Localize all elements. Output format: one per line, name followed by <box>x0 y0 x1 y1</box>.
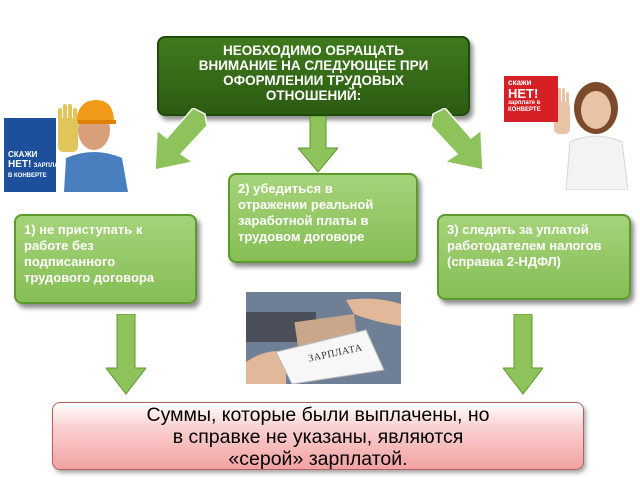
left-sign-line3: В КОНВЕРТЕ <box>8 173 47 179</box>
worker-photo: СКАЖИ НЕТ! ЗАРПЛАТЕ В КОНВЕРТЕ <box>4 88 144 192</box>
left-sign-line2: НЕТ! <box>8 159 32 170</box>
arrow-to-item-1 <box>154 108 208 171</box>
item-1-line-3: подписанного <box>24 254 116 269</box>
envelope-illustration <box>246 292 401 384</box>
conclusion-line-1: Суммы, которые были выплачены, но <box>146 404 490 426</box>
header-line-4: ОТНОШЕНИЙ: <box>265 88 362 103</box>
conclusion-banner: Суммы, которые были выплачены, но в спра… <box>52 402 584 470</box>
arrow-to-item-3 <box>430 108 484 171</box>
right-sign-line4: КОНВЕРТЕ <box>508 107 541 113</box>
item-2-line-2: отражении реальной <box>238 197 374 212</box>
item-3-line-3: (справка 2-НДФЛ) <box>447 254 562 269</box>
header-line-2: ВНИМАНИЕ НА СЛЕДУЮЩЕЕ ПРИ <box>198 58 429 73</box>
woman-photo: скажи НЕТ! зарплате в КОНВЕРТЕ <box>504 72 634 190</box>
conclusion-line-2: в справке не указаны, являются <box>172 426 464 448</box>
right-sign-line3: зарплате в <box>508 100 541 106</box>
arrow-to-item-2 <box>298 116 338 173</box>
item-1-line-2: работе без <box>24 238 94 253</box>
item-1-line-1: 1) не приступать к <box>24 222 143 237</box>
arrow-down-left <box>106 314 146 395</box>
item-1-line-4: трудового договора <box>24 270 155 285</box>
item-box-3: 3) следить за уплатой работодателем нало… <box>437 214 631 300</box>
header-box: НЕОБХОДИМО ОБРАЩАТЬ ВНИМАНИЕ НА СЛЕДУЮЩЕ… <box>157 36 470 116</box>
envelope-photo: ЗАРПЛАТА <box>246 292 401 384</box>
item-2-line-4: трудовом договоре <box>238 229 365 244</box>
right-sign-text: скажи НЕТ! зарплате в КОНВЕРТЕ <box>508 78 541 114</box>
right-sign-line2: НЕТ! <box>508 86 539 101</box>
item-2-line-3: заработной платы в <box>238 213 369 228</box>
item-box-2: 2) убедиться в отражении реальной зарабо… <box>228 173 418 263</box>
left-sign-line1: СКАЖИ <box>8 150 38 159</box>
item-3-line-1: 3) следить за уплатой <box>447 222 589 237</box>
left-sign-line2b: ЗАРПЛАТЕ <box>33 163 66 169</box>
woman-illustration <box>504 72 634 190</box>
item-2-line-1: 2) убедиться в <box>238 181 333 196</box>
item-3-line-2: работодателем налогов <box>447 238 602 253</box>
header-line-3: ОФОРМЛЕНИИ ТРУДОВЫХ <box>223 73 404 88</box>
item-box-1: 1) не приступать к работе без подписанно… <box>14 214 197 304</box>
left-sign-text: СКАЖИ НЕТ! ЗАРПЛАТЕ В КОНВЕРТЕ <box>8 150 66 181</box>
header-line-1: НЕОБХОДИМО ОБРАЩАТЬ <box>223 43 404 58</box>
conclusion-line-3: «серой» зарплатой. <box>228 448 408 470</box>
arrow-down-right <box>503 314 543 395</box>
worker-illustration <box>4 88 144 192</box>
right-sign-line1: скажи <box>508 78 532 87</box>
